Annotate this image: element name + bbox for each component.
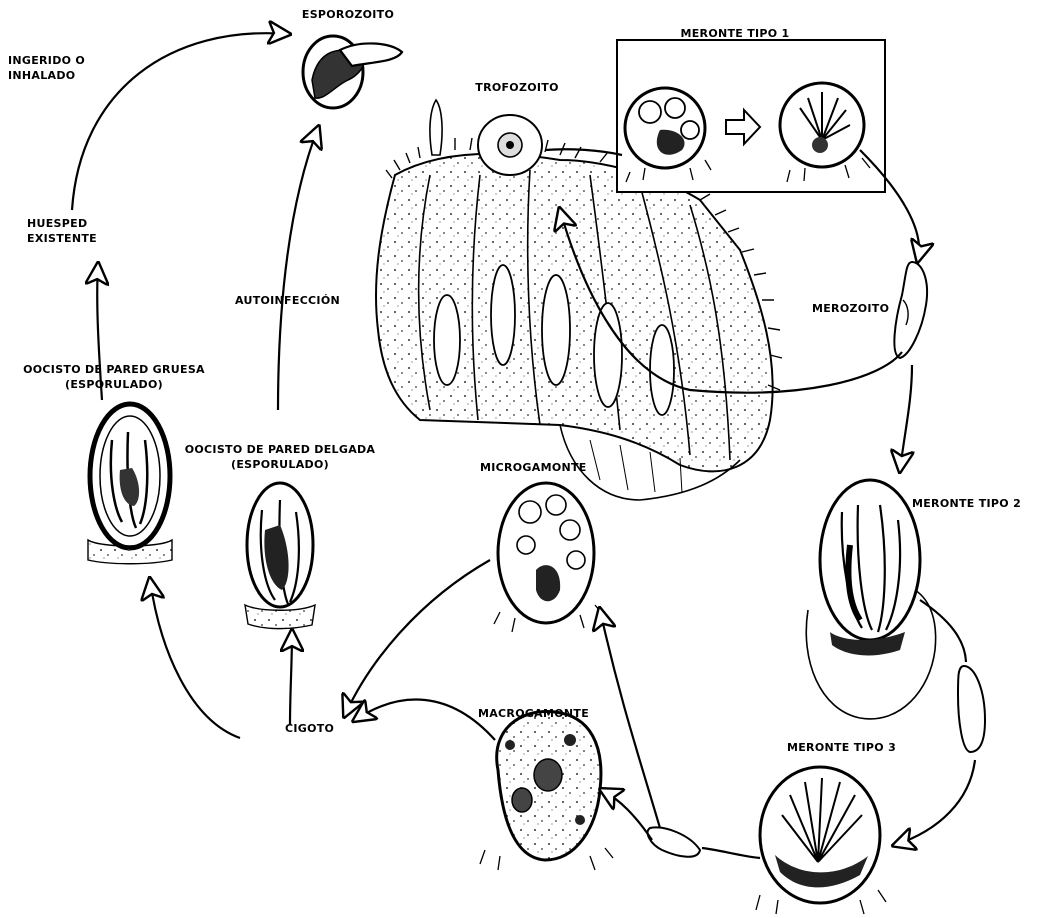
label-ingerido: INGERIDO O INHALADO: [8, 53, 85, 83]
label-oocisto-pared-gruesa: OOCISTO DE PARED GRUESA (ESPORULADO): [14, 362, 214, 392]
macrogamonte-figure: [480, 712, 613, 870]
microgamonte-figure: [494, 483, 603, 632]
label-microgamonte: MICROGAMONTE: [480, 460, 587, 475]
meronte-tipo-2-figure: [806, 480, 935, 719]
label-esporozoito: ESPOROZOITO: [288, 7, 408, 22]
label-meronte-tipo-3: MERONTE TIPO 3: [787, 740, 896, 755]
esporozoito-figure: [303, 36, 402, 108]
merozoito-free-2: [958, 666, 985, 752]
label-trofozoito: TROFOZOITO: [467, 80, 567, 95]
label-merozoito: MEROZOITO: [812, 301, 889, 316]
label-meronte-tipo-1: MERONTE TIPO 1: [655, 26, 815, 41]
meronte-tipo-1-panel: [617, 40, 885, 192]
merozoito-figure: [894, 262, 927, 358]
meronte-tipo-3-figure: [756, 767, 886, 914]
label-cigoto: CIGOTO: [285, 721, 334, 736]
label-macrogamonte: MACROGAMONTE: [478, 706, 589, 721]
label-meronte-tipo-2: MERONTE TIPO 2: [912, 496, 1021, 511]
merozoito-free-3: [648, 827, 700, 856]
oocisto-pared-gruesa-figure: [88, 404, 172, 564]
label-autoinfeccion: AUTOINFECCIÓN: [235, 293, 340, 308]
label-huesped: HUESPED EXISTENTE: [27, 216, 97, 246]
oocisto-pared-delgada-figure: [245, 483, 315, 629]
label-oocisto-pared-delgada: OOCISTO DE PARED DELGADA (ESPORULADO): [175, 442, 385, 472]
